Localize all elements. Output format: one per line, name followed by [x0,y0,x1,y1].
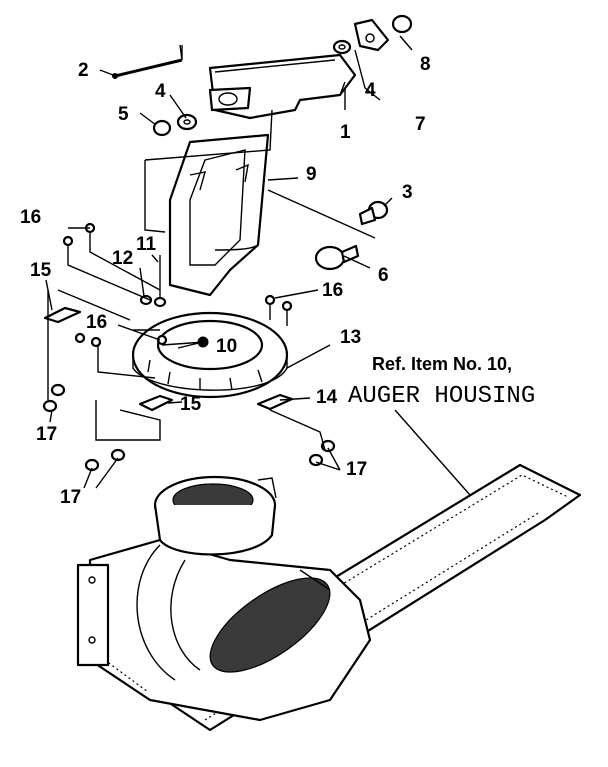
callout-15-bottom: 15 [180,394,202,415]
callout-leaders [45,35,413,489]
callout-7: 7 [415,114,426,135]
reference-note: Ref. Item No. 10, [372,354,512,374]
callout-15-top: 15 [30,260,52,281]
callout-13: 13 [340,327,361,348]
part-6-knob [314,244,360,271]
callout-4-left: 4 [155,81,166,102]
housing-leader [394,409,471,496]
part-7-bracket [353,18,390,52]
callout-5: 5 [118,104,129,125]
callout-2: 2 [78,60,89,81]
part-5-nut [152,119,172,137]
callout-16-top: 16 [20,207,41,228]
part-13-ring [131,311,289,399]
part-12-nut [139,294,153,306]
callout-6: 6 [378,265,389,286]
guide-lines [144,44,376,239]
auger-housing-label: AUGER HOUSING [348,383,535,410]
callout-3: 3 [402,182,413,203]
part-1-deflector [208,53,357,120]
part-15-clip-right [138,394,174,412]
part-14-clip [256,393,294,411]
callout-4-right: 4 [365,80,376,101]
callout-8: 8 [420,54,431,75]
callout-17-right: 17 [346,459,367,480]
auger-housing [76,463,582,732]
callout-12: 12 [112,248,133,269]
callout-16-right: 16 [322,280,343,301]
part-4-washer-left [176,113,198,131]
callout-9: 9 [306,164,317,185]
callout-16-mid: 16 [86,312,107,333]
callout-11: 11 [136,234,157,255]
part-17-nuts [42,383,336,472]
callout-17-left: 17 [36,424,57,445]
part-2-pin [112,58,183,79]
part-3-bolt [358,200,389,226]
lower-guide-lines [47,232,326,451]
callout-1: 1 [340,122,351,143]
part-15-clip-left [43,306,82,324]
part-4-washer-right [332,39,352,55]
part-9-chute [168,133,270,297]
callout-14: 14 [316,387,338,408]
callout-10: 10 [216,336,237,357]
callout-17-bottom: 17 [60,487,81,508]
part-8-nut [391,14,413,34]
